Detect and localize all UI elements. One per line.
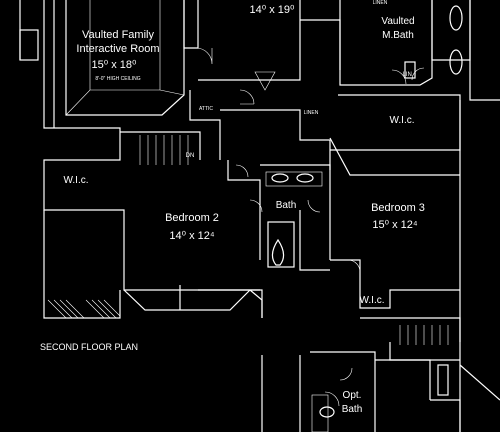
family-room-dims: 15⁰ x 18⁰: [92, 59, 137, 71]
stairs: [139, 135, 449, 345]
room-labels: Vaulted Family Interactive Room 15⁰ x 18…: [40, 0, 425, 415]
family-room-name-2: Interactive Room: [76, 43, 159, 55]
master-bath-note: LINEN: [373, 0, 388, 6]
walkin-bottom-label: W.I.c.: [360, 295, 385, 306]
linen-mid-label: LINEN: [304, 110, 319, 116]
lin-label: LIN.: [402, 72, 413, 78]
walls: [19, 0, 500, 432]
stairs-dn-label: DN: [186, 153, 195, 159]
bedroom3-name: Bedroom 3: [371, 202, 425, 214]
walkin-left-label: W.I.c.: [64, 175, 89, 186]
master-bath-name-2: M.Bath: [382, 30, 414, 41]
bedroom3-dims: 15⁰ x 12⁴: [372, 219, 417, 231]
family-room-roof-lines: [65, 0, 185, 116]
attic-label: ATTIC: [199, 106, 213, 112]
family-room-note: 8'-0" HIGH CEILING: [95, 76, 140, 82]
opt-bath-name-2: Bath: [342, 404, 363, 415]
master-bath-name-1: Vaulted: [381, 16, 414, 27]
bedroom2-dims: 14⁰ x 12⁴: [169, 230, 214, 242]
bedroom2-name: Bedroom 2: [165, 212, 219, 224]
hatching: [47, 299, 121, 319]
bath-label: Bath: [276, 200, 297, 211]
fixtures: [254, 5, 463, 432]
top-room-dims: 14⁰ x 19⁰: [250, 4, 295, 16]
plan-title: SECOND FLOOR PLAN: [40, 342, 138, 352]
walkin-right-label: W.I.c.: [390, 115, 415, 126]
opt-bath-name-1: Opt.: [343, 390, 362, 401]
family-room-name-1: Vaulted Family: [82, 29, 154, 41]
